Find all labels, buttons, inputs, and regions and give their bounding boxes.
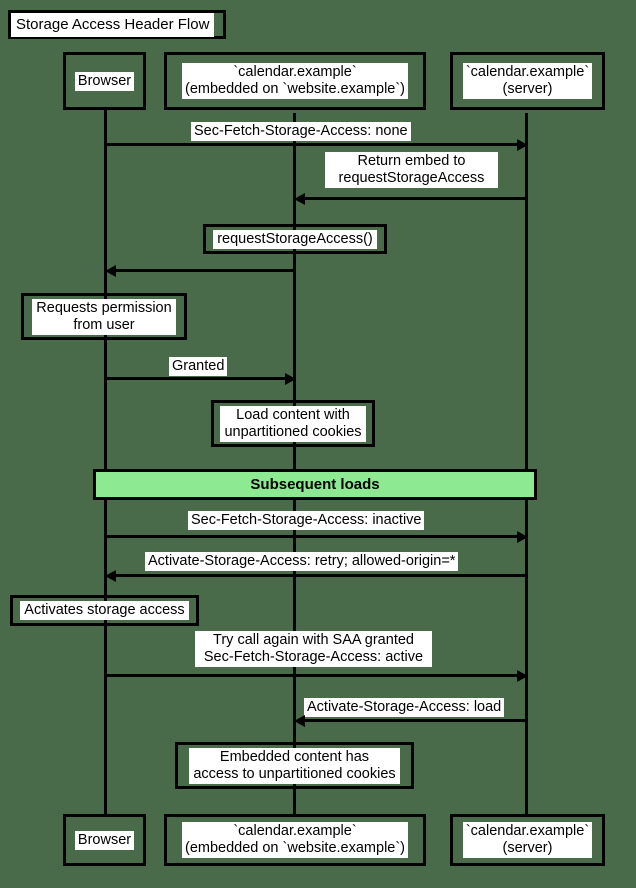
- note-label: requestStorageAccess(): [213, 229, 377, 249]
- message-arrow-line: [114, 574, 526, 577]
- participant-label: `calendar.example` (embedded on `website…: [181, 63, 409, 99]
- participant-embed-top[interactable]: `calendar.example` (embedded on `website…: [164, 52, 426, 110]
- message-arrow-line: [303, 197, 526, 200]
- message-label-try-call-again: Try call again with SAA granted Sec-Fetc…: [195, 631, 432, 667]
- message-arrow-line: [105, 377, 289, 380]
- participant-browser-bottom[interactable]: Browser: [63, 814, 146, 866]
- lifeline-embed: [293, 113, 296, 816]
- message-label-return-embed: Return embed to requestStorageAccess: [325, 152, 498, 188]
- message-arrow-line: [105, 535, 520, 538]
- participant-label: Browser: [74, 830, 135, 850]
- arrow-head-left-icon: [294, 714, 305, 727]
- arrow-head-right-icon: [517, 138, 528, 151]
- arrow-head-right-icon: [517, 530, 528, 543]
- note-request-storage-access: requestStorageAccess(): [203, 224, 387, 254]
- message-arrow-line: [114, 269, 294, 272]
- message-arrow-line: [105, 143, 520, 146]
- participant-server-bottom[interactable]: `calendar.example` (server): [450, 814, 605, 866]
- arrow-head-right-icon: [285, 372, 296, 385]
- participant-embed-bottom[interactable]: `calendar.example` (embedded on `website…: [164, 814, 426, 866]
- message-label-activate-retry: Activate-Storage-Access: retry; allowed-…: [145, 552, 459, 571]
- note-activates-storage-access: Activates storage access: [10, 595, 199, 626]
- participant-label: `calendar.example` (server): [462, 822, 593, 858]
- participant-label: `calendar.example` (embedded on `website…: [181, 822, 409, 858]
- section-banner-label: Subsequent loads: [250, 476, 380, 493]
- page-title: Storage Access Header Flow: [11, 12, 215, 37]
- section-banner-subsequent-loads: Subsequent loads: [93, 469, 537, 500]
- note-label: Load content with unpartitioned cookies: [220, 405, 366, 442]
- message-arrow-line: [303, 719, 526, 722]
- message-arrow-line: [105, 674, 520, 677]
- note-label: Requests permission from user: [32, 298, 176, 335]
- lifeline-server: [525, 113, 528, 816]
- participant-browser-top[interactable]: Browser: [63, 52, 146, 110]
- participant-server-top[interactable]: `calendar.example` (server): [450, 52, 605, 110]
- note-label: Activates storage access: [20, 601, 189, 620]
- participant-label: Browser: [74, 71, 135, 91]
- arrow-head-left-icon: [105, 264, 116, 277]
- arrow-head-right-icon: [517, 669, 528, 682]
- message-label-granted: Granted: [169, 357, 228, 376]
- participant-label: `calendar.example` (server): [462, 63, 593, 99]
- note-load-content: Load content with unpartitioned cookies: [211, 400, 375, 447]
- note-requests-permission: Requests permission from user: [21, 293, 187, 340]
- message-label-sec-fetch-inactive: Sec-Fetch-Storage-Access: inactive: [188, 511, 425, 530]
- arrow-head-left-icon: [294, 192, 305, 205]
- message-label-sec-fetch-none: Sec-Fetch-Storage-Access: none: [191, 122, 411, 141]
- note-embedded-content-access: Embedded content has access to unpartiti…: [175, 742, 414, 789]
- message-label-activate-load: Activate-Storage-Access: load: [304, 698, 505, 717]
- diagram-title-frame: Storage Access Header Flow: [8, 10, 226, 39]
- lifeline-browser: [104, 110, 107, 816]
- note-label: Embedded content has access to unpartiti…: [189, 747, 400, 784]
- arrow-head-left-icon: [105, 569, 116, 582]
